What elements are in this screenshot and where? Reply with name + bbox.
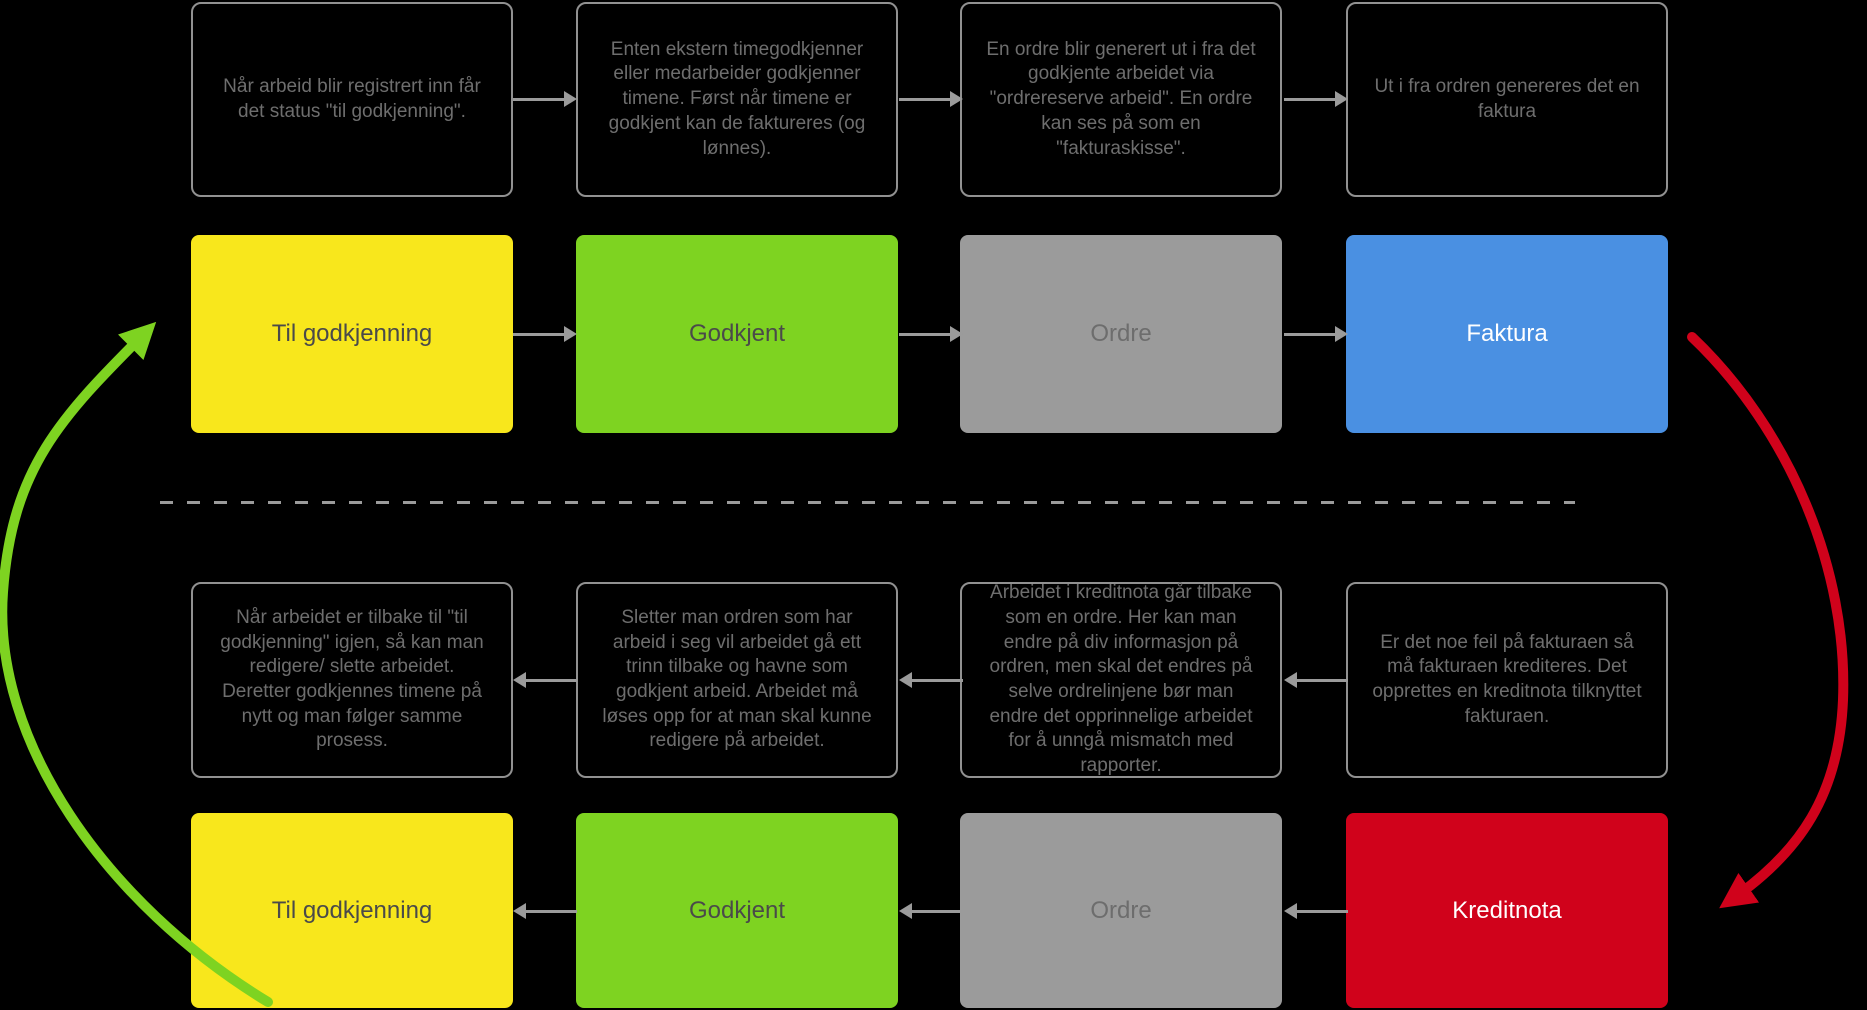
stage-faktura: Faktura	[1346, 235, 1668, 433]
arrow-left-icon	[1284, 672, 1348, 688]
stage-label: Faktura	[1466, 320, 1548, 347]
annotation-godkjent-bottom: Sletter man ordren som har arbeid i seg …	[576, 582, 898, 778]
arrow-left-icon	[513, 903, 577, 919]
arrow-right-icon	[899, 326, 963, 342]
stage-ordre-bottom: Ordre	[960, 813, 1282, 1008]
arrow-right-icon	[1284, 326, 1348, 342]
arrow-right-icon	[513, 326, 577, 342]
arrow-right-icon	[1284, 91, 1348, 107]
stage-til-godkjenning-top: Til godkjenning	[191, 235, 513, 433]
annotation-ordre-top: En ordre blir generert ut i fra det godk…	[960, 2, 1282, 197]
arrow-right-icon	[899, 91, 963, 107]
annotation-til-godkjenning-top: Når arbeid blir registrert inn får det s…	[191, 2, 513, 197]
annotation-faktura-top: Ut i fra ordren genereres det en faktura	[1346, 2, 1668, 197]
arrow-left-icon	[899, 672, 963, 688]
annotation-kreditnota-bottom: Er det noe feil på fakturaen så må faktu…	[1346, 582, 1668, 778]
arrow-left-icon	[899, 903, 963, 919]
stage-label: Godkjent	[688, 896, 786, 924]
stage-label: Godkjent	[688, 320, 786, 347]
stage-ordre-top: Ordre	[960, 235, 1282, 433]
arrow-right-icon	[513, 91, 577, 107]
stage-label: Til godkjenning	[271, 320, 433, 347]
arrow-left-icon	[1284, 903, 1348, 919]
stage-label: Kreditnota	[1452, 896, 1562, 924]
stage-til-godkjenning-bottom: Til godkjenning	[191, 813, 513, 1008]
stage-kreditnota: Kreditnota	[1346, 813, 1668, 1008]
stage-godkjent-bottom: Godkjent	[576, 813, 898, 1008]
arrow-left-icon	[513, 672, 577, 688]
stage-godkjent-top: Godkjent	[576, 235, 898, 433]
stage-label: Til godkjenning	[271, 896, 433, 924]
stage-label: Ordre	[1090, 320, 1152, 347]
red-credit-arrow	[1687, 332, 1849, 909]
stage-label: Ordre	[1090, 896, 1152, 924]
annotation-ordre-bottom: Arbeidet i kreditnota går tilbake som en…	[960, 582, 1282, 778]
annotation-godkjent-top: Enten ekstern timegodkjenner eller medar…	[576, 2, 898, 197]
section-divider	[160, 501, 1575, 504]
annotation-til-godkjenning-bottom: Når arbeidet er tilbake til "til godkjen…	[191, 582, 513, 778]
